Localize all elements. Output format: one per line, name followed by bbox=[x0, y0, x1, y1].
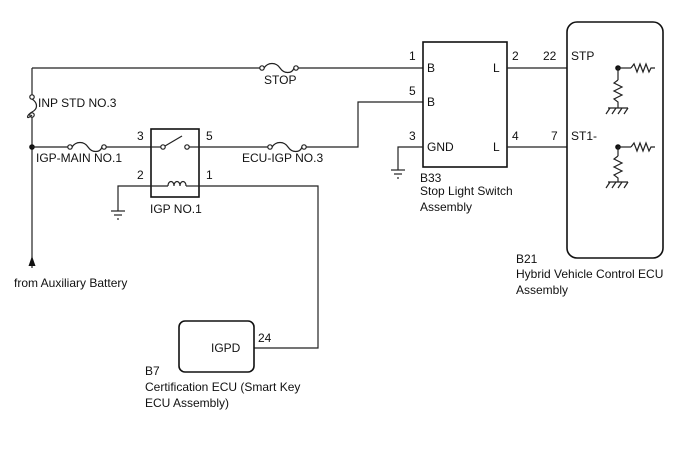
relay-pin-2: 2 bbox=[137, 168, 144, 182]
b7-code: B7 bbox=[145, 364, 160, 378]
wire-relay-ground bbox=[117, 185, 151, 211]
resistor-icon bbox=[612, 79, 624, 108]
wire-ecu-igp-right bbox=[306, 101, 423, 148]
igp-main-fuse-label: IGP-MAIN NO.1 bbox=[36, 151, 122, 165]
stop-fuse-label: STOP bbox=[264, 73, 296, 87]
wire-b33-ground bbox=[397, 146, 423, 170]
relay-pin-1: 1 bbox=[206, 168, 213, 182]
wire-igpd bbox=[199, 185, 319, 349]
igp-relay-label: IGP NO.1 bbox=[150, 202, 202, 216]
battery-arrow-icon bbox=[28, 256, 36, 266]
ground-icon bbox=[391, 169, 405, 179]
b33-term-gnd: GND bbox=[427, 140, 454, 154]
inp-std-fuse-label: INP STD NO.3 bbox=[38, 96, 117, 110]
stop-fuse bbox=[259, 62, 299, 74]
b33-pin-5: 5 bbox=[409, 84, 416, 98]
b21-box bbox=[566, 21, 664, 259]
relay-pin-3: 3 bbox=[137, 129, 144, 143]
relay-switch-icon bbox=[151, 135, 199, 150]
b33-pin-4: 4 bbox=[512, 129, 519, 143]
b7-box bbox=[178, 320, 255, 373]
b33-pin-2: 2 bbox=[512, 49, 519, 63]
b7-name-line1: Certification ECU (Smart Key bbox=[145, 380, 300, 394]
b21-pin-7: 7 bbox=[551, 129, 558, 143]
b21-term-stp: STP bbox=[571, 49, 594, 63]
b33-pin-3: 3 bbox=[409, 129, 416, 143]
b21-term-st1: ST1- bbox=[571, 129, 597, 143]
b7-term-igpd: IGPD bbox=[211, 341, 241, 355]
b21-pin-22: 22 bbox=[543, 49, 557, 63]
b33-term-b2: B bbox=[427, 95, 435, 109]
relay-pin-5: 5 bbox=[206, 129, 213, 143]
inp-std-fuse bbox=[26, 94, 38, 119]
b33-term-l2: L bbox=[493, 140, 500, 154]
resistor-icon bbox=[630, 62, 655, 74]
b21-code: B21 bbox=[516, 252, 538, 266]
b33-pin-1: 1 bbox=[409, 49, 416, 63]
igp-relay-box bbox=[150, 128, 200, 198]
b33-name-line1: Stop Light Switch bbox=[420, 184, 513, 198]
b33-code: B33 bbox=[420, 171, 442, 185]
b33-box bbox=[422, 41, 508, 168]
b21-name-line2: Assembly bbox=[516, 283, 568, 297]
b33-term-b1: B bbox=[427, 61, 435, 75]
b7-pin-24: 24 bbox=[258, 331, 272, 345]
b21-name-line1: Hybrid Vehicle Control ECU bbox=[516, 267, 663, 281]
b7-name-line2: ECU Assembly) bbox=[145, 396, 229, 410]
ecu-igp-fuse bbox=[267, 141, 307, 153]
ecu-igp-fuse-label: ECU-IGP NO.3 bbox=[242, 151, 323, 165]
relay-coil-icon bbox=[151, 180, 199, 187]
resistor-icon bbox=[630, 141, 655, 153]
resistor-icon bbox=[612, 155, 624, 182]
ground-icon bbox=[605, 107, 629, 115]
ground-icon bbox=[111, 210, 125, 220]
b33-name-line2: Assembly bbox=[420, 200, 472, 214]
b33-term-l1: L bbox=[493, 61, 500, 75]
ground-icon bbox=[605, 181, 629, 189]
from-battery-label: from Auxiliary Battery bbox=[14, 276, 127, 290]
